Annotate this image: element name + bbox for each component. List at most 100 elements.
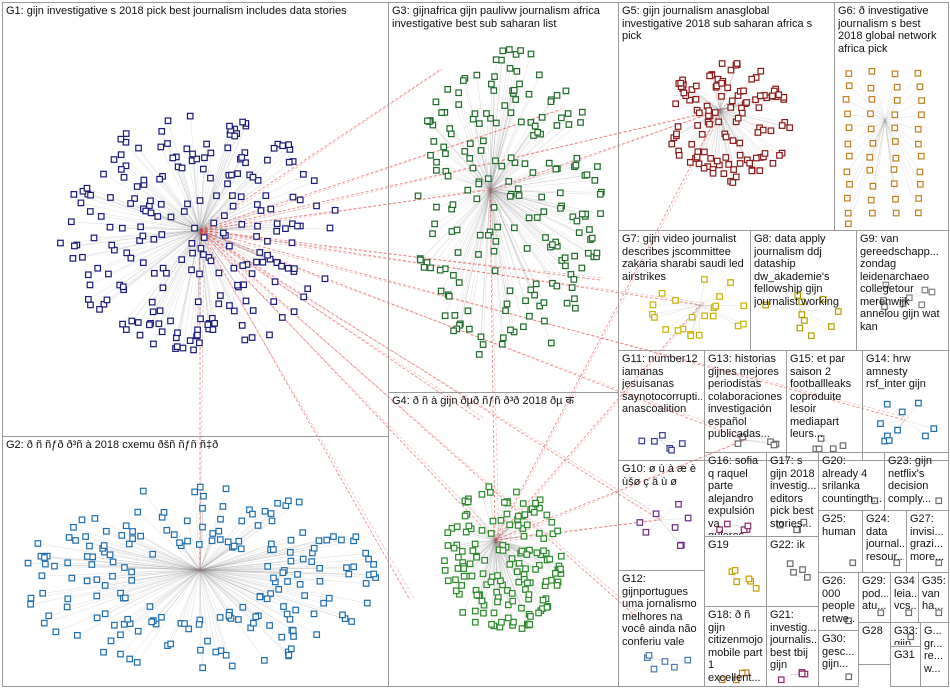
node-g3-47 bbox=[537, 72, 543, 78]
node-g2-83 bbox=[92, 516, 98, 522]
node-g2-36 bbox=[255, 523, 261, 529]
node-g1-58 bbox=[107, 224, 113, 230]
node-g1-227 bbox=[179, 257, 185, 263]
node-g3-99 bbox=[527, 313, 533, 319]
node-g2-45 bbox=[267, 623, 273, 629]
node-g1-207 bbox=[159, 232, 165, 238]
node-g1-34 bbox=[232, 308, 238, 314]
node-g6-41 bbox=[870, 210, 876, 216]
node-g3-68 bbox=[573, 162, 579, 168]
node-g2-172 bbox=[130, 536, 136, 542]
group-label-g21: G21: investig... journalis... best tbij … bbox=[770, 609, 816, 672]
node-g3-36 bbox=[493, 239, 499, 245]
node-g1-209 bbox=[190, 151, 196, 157]
node-g5-20 bbox=[702, 149, 708, 155]
node-g1-125 bbox=[179, 165, 185, 171]
node-g3-186 bbox=[523, 298, 529, 304]
node-g2-194 bbox=[102, 583, 108, 589]
node-g1-204 bbox=[271, 146, 277, 152]
node-g4-156 bbox=[488, 579, 494, 585]
node-g1-152 bbox=[151, 341, 157, 347]
node-g11-0 bbox=[639, 438, 645, 444]
node-g1-215 bbox=[254, 259, 260, 265]
node-g2-27 bbox=[94, 593, 100, 599]
node-g3-23 bbox=[507, 288, 513, 294]
node-g3-37 bbox=[456, 280, 462, 286]
node-g1-79 bbox=[69, 219, 75, 225]
node-g2-2 bbox=[365, 600, 371, 606]
edge-red-3 bbox=[200, 230, 660, 520]
node-g2-89 bbox=[119, 533, 125, 539]
node-g1-211 bbox=[254, 234, 260, 240]
node-g5-98 bbox=[776, 92, 782, 98]
group-label-g23: G23: gijn netflix's decision comply... bbox=[888, 455, 946, 505]
node-g1-27 bbox=[297, 197, 303, 203]
node-g1-180 bbox=[128, 255, 134, 261]
node-g3-13 bbox=[465, 308, 471, 314]
edge-red-b-17 bbox=[200, 68, 444, 233]
node-g1-18 bbox=[129, 318, 135, 324]
node-g3-109 bbox=[447, 126, 453, 132]
node-g1-225 bbox=[240, 263, 246, 269]
node-g2-148 bbox=[64, 604, 70, 610]
node-g2-137 bbox=[182, 621, 188, 627]
group-label-g5: G5: gijn journalism anasglobal investiga… bbox=[622, 5, 832, 43]
node-g3-90 bbox=[491, 205, 497, 211]
edge-g2-44 bbox=[195, 492, 200, 570]
node-g2-78 bbox=[149, 619, 155, 625]
node-g6-24 bbox=[847, 153, 853, 159]
node-g2-20 bbox=[200, 524, 206, 530]
node-g5-78 bbox=[694, 83, 700, 89]
node-g5-37 bbox=[747, 160, 753, 166]
node-g3-114 bbox=[528, 51, 534, 57]
node-g2-1 bbox=[200, 665, 206, 671]
node-g3-39 bbox=[543, 235, 549, 241]
node-g3-42 bbox=[535, 215, 541, 221]
node-g2-186 bbox=[231, 543, 237, 549]
node-g3-41 bbox=[592, 178, 598, 184]
node-g1-174 bbox=[204, 141, 210, 147]
node-g6-43 bbox=[916, 210, 922, 216]
node-g22-3 bbox=[805, 575, 811, 581]
node-g4-107 bbox=[467, 561, 473, 567]
node-g15-3 bbox=[830, 446, 836, 452]
node-g2-163 bbox=[286, 498, 292, 504]
node-g1-44 bbox=[70, 256, 76, 261]
node-g2-22 bbox=[324, 537, 330, 543]
group-label-g4: G4: ð ñ à gijn ðµð ñƒñ ð³ð 2018 ðµ क bbox=[392, 395, 616, 408]
node-g3-57 bbox=[499, 57, 505, 63]
node-g3-178 bbox=[565, 111, 571, 117]
node-g3-151 bbox=[584, 172, 590, 178]
node-g1-111 bbox=[283, 226, 289, 232]
node-g2-97 bbox=[209, 538, 215, 544]
node-g4-154 bbox=[541, 548, 547, 554]
group-label-g10: G10: ø ù à æ è ùšø ç ä ù ø bbox=[622, 463, 702, 488]
node-g7-20 bbox=[710, 313, 716, 319]
node-g1-100 bbox=[119, 167, 125, 173]
node-g6-6 bbox=[894, 84, 900, 90]
node-g2-59 bbox=[286, 652, 292, 658]
node-g2-184 bbox=[285, 579, 291, 585]
node-g2-17 bbox=[230, 663, 236, 669]
node-g7-8 bbox=[659, 291, 665, 297]
node-g6-14 bbox=[892, 112, 898, 118]
node-g4-25 bbox=[490, 518, 496, 524]
node-g2-166 bbox=[300, 530, 306, 536]
node-g4-129 bbox=[474, 592, 480, 598]
node-g2-127 bbox=[250, 511, 256, 516]
node-g5-40 bbox=[728, 105, 734, 111]
node-g5-74 bbox=[719, 94, 725, 100]
node-g5-95 bbox=[749, 76, 755, 82]
node-g7-10 bbox=[688, 333, 694, 339]
node-g13-2 bbox=[735, 441, 741, 447]
node-g5-99 bbox=[754, 155, 760, 161]
node-g4-80 bbox=[536, 610, 542, 616]
node-g14-8 bbox=[895, 427, 901, 433]
group-label-g30: G30: gesc... gijn... bbox=[822, 633, 856, 671]
node-g3-3 bbox=[506, 179, 512, 185]
node-g2-111 bbox=[94, 615, 100, 621]
node-g4-42 bbox=[514, 489, 520, 495]
node-g5-55 bbox=[708, 156, 714, 162]
node-g6-36 bbox=[845, 195, 851, 201]
